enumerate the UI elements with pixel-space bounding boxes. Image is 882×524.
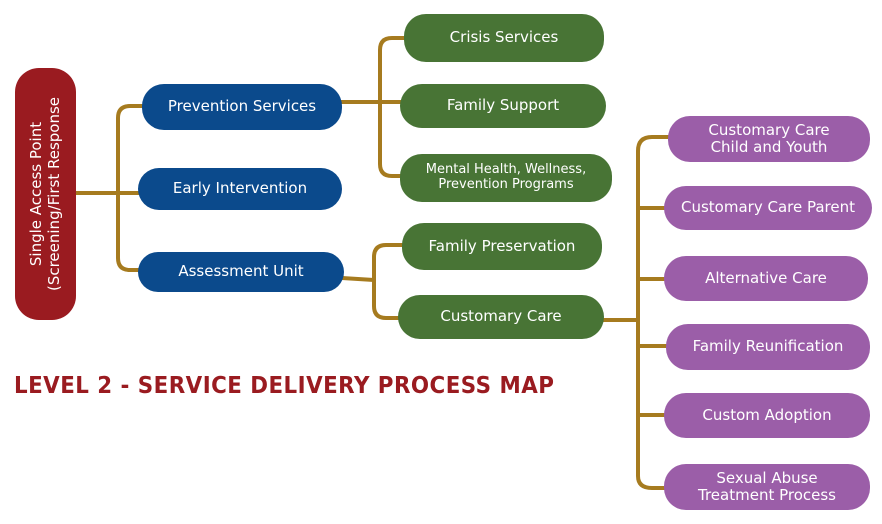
node-family-reunification[interactable]: Family Reunification [666, 324, 870, 370]
node-label: Customary Care Child and Youth [708, 120, 830, 156]
node-label: Mental Health, Wellness, Prevention Prog… [425, 162, 587, 192]
node-sexual-abuse-treatment[interactable]: Sexual Abuse Treatment Process [664, 464, 870, 510]
node-label: Customary Care Parent [681, 198, 855, 217]
node-customary-care-parent[interactable]: Customary Care Parent [664, 186, 872, 230]
node-label: Assessment Unit [178, 262, 304, 281]
node-label: Custom Adoption [702, 405, 832, 424]
node-customary-care[interactable]: Customary Care [398, 295, 604, 339]
node-family-support[interactable]: Family Support [400, 84, 606, 128]
node-assessment-unit[interactable]: Assessment Unit [138, 252, 344, 292]
node-single-access-point[interactable]: Single Access Point (Screening/First Res… [15, 68, 76, 320]
node-label: Family Preservation [428, 236, 576, 255]
connector-assessment-trunk [340, 276, 376, 282]
connector-root-prevention [116, 104, 144, 272]
node-single-access-point-label: Single Access Point (Screening/First Res… [27, 96, 64, 292]
node-label: Early Intervention [172, 179, 308, 198]
connector-customary-children [636, 135, 672, 490]
node-label: Sexual Abuse Treatment Process [698, 468, 836, 504]
diagram-title: LEVEL 2 - SERVICE DELIVERY PROCESS MAP [14, 373, 555, 399]
node-custom-adoption[interactable]: Custom Adoption [664, 393, 870, 438]
node-customary-care-child-youth[interactable]: Customary Care Child and Youth [668, 116, 870, 162]
node-label: Prevention Services [167, 97, 317, 116]
node-label: Crisis Services [449, 28, 559, 47]
node-family-preservation[interactable]: Family Preservation [402, 223, 602, 270]
connector-assessment-children [372, 243, 408, 320]
node-label: Family Support [446, 96, 560, 115]
node-label: Family Reunification [692, 337, 844, 356]
node-crisis-services[interactable]: Crisis Services [404, 14, 604, 62]
connector-prevention-children [378, 36, 408, 178]
node-mental-health-wellness[interactable]: Mental Health, Wellness, Prevention Prog… [400, 154, 612, 202]
node-label: Alternative Care [705, 268, 827, 287]
node-prevention-services[interactable]: Prevention Services [142, 84, 342, 130]
node-label: Customary Care [440, 307, 562, 326]
node-alternative-care[interactable]: Alternative Care [664, 256, 868, 301]
node-early-intervention[interactable]: Early Intervention [138, 168, 342, 210]
